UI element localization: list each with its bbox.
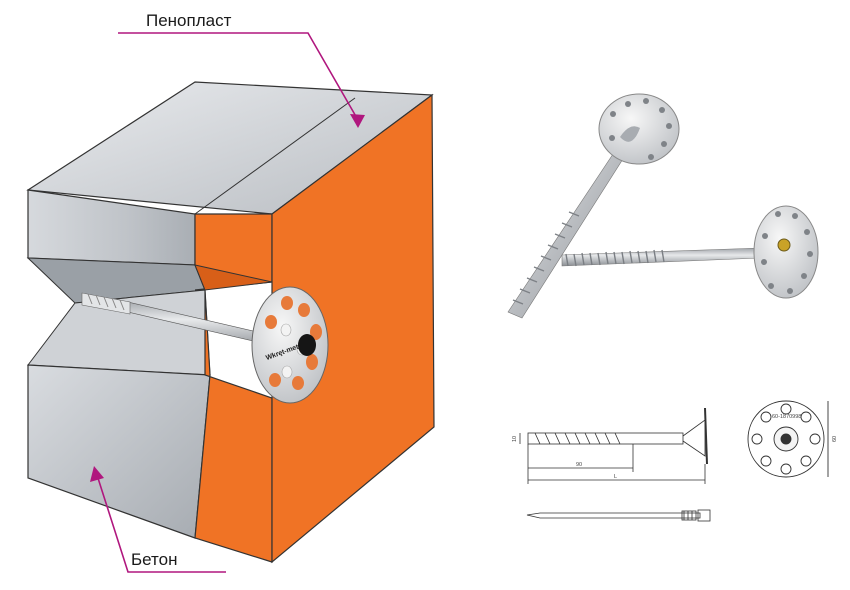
dowel-expansion-tip	[81, 292, 131, 315]
concrete-label-leader	[96, 474, 226, 573]
concrete-lower-front	[27, 364, 211, 539]
concrete-leader-arrow	[90, 466, 104, 482]
foam-label-leader	[118, 32, 359, 121]
technical-drawing-front	[747, 400, 829, 478]
dowel-photo-horizontal	[561, 205, 819, 299]
foam-leader-arrow	[350, 114, 365, 128]
foam-label: Пенопласт	[146, 11, 232, 30]
dowel-photo-diagonal	[507, 93, 680, 319]
dowel-photos	[507, 93, 819, 319]
foam-side-face	[271, 93, 435, 564]
dim-length-label: L	[614, 474, 617, 480]
technical-drawing-nail	[526, 509, 711, 522]
wall-block: Wkręt-met Пенопласт Бетон	[26, 11, 435, 573]
dim-diameter-label: 60	[832, 436, 838, 442]
technical-drawing-side	[519, 407, 708, 484]
dowel-head-disc: Wkręt-met	[251, 286, 329, 404]
foam-edge	[194, 97, 356, 215]
head-stamp-text: 60-1870998	[772, 414, 801, 420]
concrete-label: Бетон	[131, 550, 177, 569]
dim-height-label: 10	[512, 436, 518, 442]
dim-short-label: 90	[576, 462, 582, 468]
foam-notch-face	[194, 264, 273, 291]
dowel-nail-head	[298, 334, 316, 356]
